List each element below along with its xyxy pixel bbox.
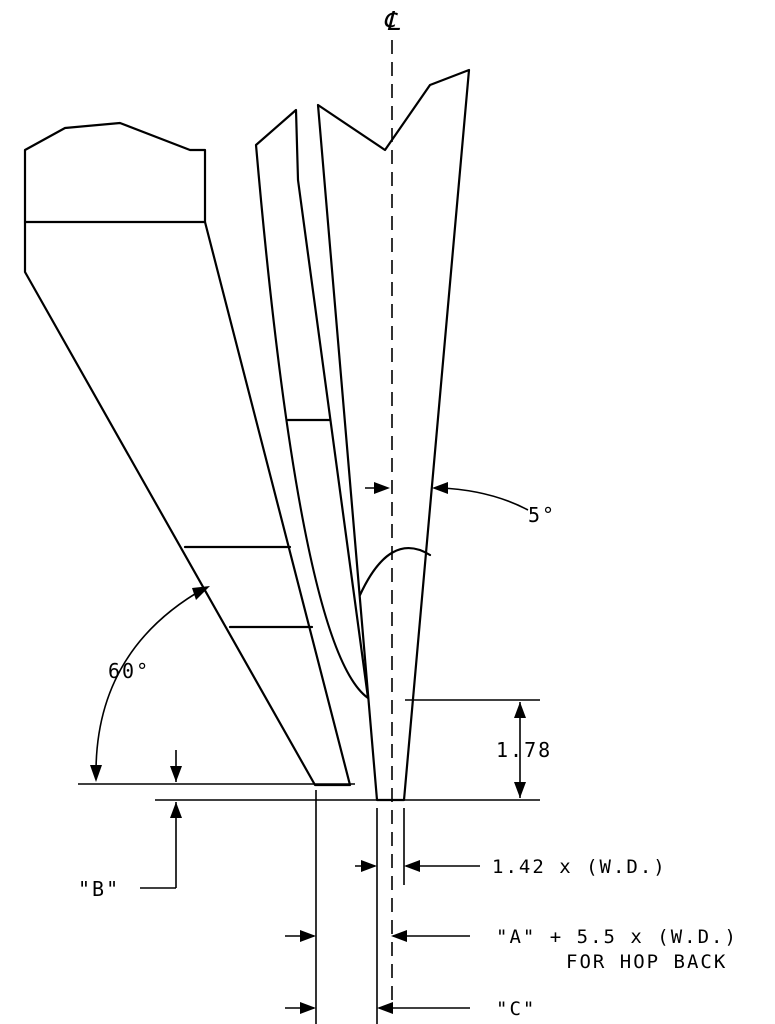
dim-a-left-arrow — [300, 930, 316, 942]
dim-b-arrow-up — [170, 802, 182, 818]
angle-60-arrow-bottom — [90, 765, 102, 782]
dim-c-left-arrow — [300, 1002, 316, 1014]
dim-b-arrow-down — [170, 766, 182, 782]
angle-5-left-arrow — [374, 482, 390, 494]
angle-60-arrow-top — [192, 586, 210, 600]
angle-5-label: 5° — [528, 503, 556, 527]
angle-5-leader — [439, 487, 529, 511]
dim-a-note: FOR HOP BACK — [566, 951, 727, 973]
dim-c-label: "C" — [496, 998, 536, 1020]
dim-142-label: 1.42 x (W.D.) — [492, 856, 667, 878]
centerline-symbol: ℄ — [383, 7, 401, 37]
dim-b-label: "B" — [78, 877, 120, 901]
dim-a-right-arrow — [391, 930, 407, 942]
tapered-electrode — [316, 68, 471, 802]
dim-c-right-arrow — [377, 1002, 393, 1014]
dim-178-label: 1.78 — [496, 738, 552, 762]
dim-142-right-arrow — [404, 860, 420, 872]
left-plate — [23, 121, 352, 787]
backing-strip — [254, 108, 370, 700]
angle-5-arrow — [432, 482, 448, 494]
angle-60-arc — [95, 587, 206, 776]
dim-a-label: "A" + 5.5 x (W.D.) — [496, 926, 738, 948]
dim-178-arrow-down — [514, 782, 526, 798]
dim-142-left-arrow — [361, 860, 377, 872]
dim-178-arrow-up — [514, 702, 526, 718]
electrode-curve — [358, 546, 432, 597]
angle-60-label: 60° — [108, 659, 150, 683]
